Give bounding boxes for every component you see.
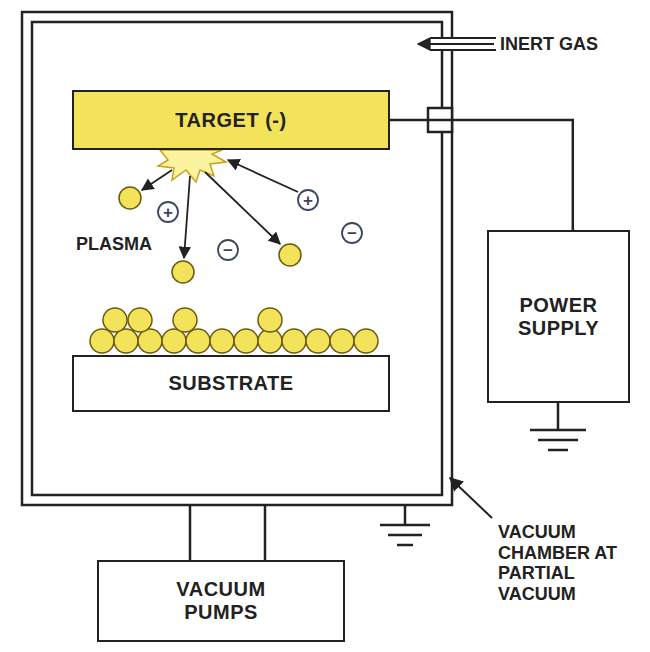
region-label: PLASMA [76, 234, 152, 255]
ground-symbol [530, 403, 586, 450]
node-label: VACUUM PUMPS [146, 578, 296, 624]
gas-label: INERT GAS [500, 34, 598, 55]
chamber-inner-wall [32, 22, 442, 495]
target-plate: TARGET (-) [72, 90, 390, 150]
vacuum-pumps-box: VACUUM PUMPS [97, 560, 345, 642]
gas-pipe-wall [430, 37, 496, 39]
power-supply-box: POWER SUPPLY [487, 230, 630, 403]
substrate-plate: SUBSTRATE [72, 355, 390, 412]
node-label: TARGET (-) [175, 109, 286, 132]
node-label: POWER SUPPLY [504, 294, 614, 340]
ion-sign: − [341, 222, 363, 244]
pump-pipe [264, 505, 267, 560]
ion-sign: + [297, 189, 319, 211]
ion-circle [158, 190, 362, 260]
leader-line [450, 478, 492, 518]
ground-symbol [380, 505, 430, 545]
ion-sign: + [157, 201, 179, 223]
gas-pipe-wall [430, 49, 496, 51]
chamber-label: VACUUM CHAMBER AT PARTIAL VACUUM [498, 522, 638, 605]
ion-sign: − [217, 239, 239, 261]
impact-burst [158, 150, 226, 182]
pump-pipe [189, 505, 192, 560]
deposited-film [90, 308, 378, 353]
chamber-outer-wall [22, 12, 452, 505]
node-label: SUBSTRATE [168, 372, 293, 395]
power-wire [390, 120, 573, 230]
gas-flow-arrow [418, 43, 494, 45]
